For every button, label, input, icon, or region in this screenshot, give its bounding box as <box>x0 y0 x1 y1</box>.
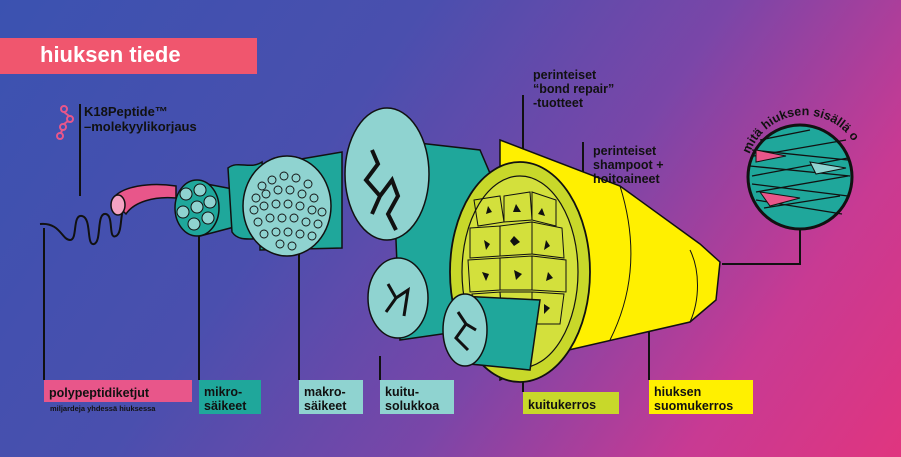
kuitu-box <box>380 380 454 414</box>
mikro-line2: säikeet <box>204 399 247 413</box>
makro-box <box>299 380 363 414</box>
k18-subtitle: –molekyylikorjaus <box>84 119 197 134</box>
makro-label: makro- säikeet <box>299 382 351 416</box>
shampoo-line2: shampoot + <box>593 158 664 172</box>
kuitukerros-box <box>523 392 619 414</box>
circle-label: mitä hiuksen sisällä on? <box>0 0 862 155</box>
inner-structure-circle <box>746 123 854 231</box>
suomu-line2: suomukerros <box>654 399 734 413</box>
makro-line1: makro- <box>304 385 346 399</box>
polypeptide-sublabel: miljardeja yhdessä hiuksessa <box>50 404 156 413</box>
macrofibril <box>227 151 343 257</box>
cortical-cell <box>442 293 541 371</box>
polypeptide-box <box>44 380 192 402</box>
pink-fiber <box>111 183 177 216</box>
shampoo-line1: perinteiset <box>593 144 657 158</box>
mikro-box <box>199 380 261 414</box>
bond-repair-callout: perinteiset “bond repair” -tuotteet <box>533 68 614 110</box>
microfibril <box>174 179 239 237</box>
shampoo-callout: perinteiset shampoot + hoitoaineet <box>593 144 664 186</box>
kuitukerros-label: kuitukerros <box>528 398 597 412</box>
polypeptide-coil <box>39 205 129 245</box>
bond-repair-line2: “bond repair” <box>533 82 615 96</box>
molecule-icon <box>56 105 74 140</box>
kuitu-line1: kuitu- <box>385 385 420 399</box>
suomu-label: hiuksen suomukerros <box>649 382 738 416</box>
shampoo-line3: hoitoaineet <box>593 172 660 186</box>
kuitu-line2: solukkoa <box>385 399 440 413</box>
suomu-box <box>649 380 753 414</box>
suomu-line1: hiuksen <box>654 385 702 399</box>
mikro-line1: mikro- <box>204 385 243 399</box>
kuitu-label: kuitu- solukkoa <box>380 382 444 416</box>
k18-title: K18Peptide™ <box>84 104 168 119</box>
bond-repair-line1: perinteiset <box>533 68 597 82</box>
bond-repair-line3: -tuotteet <box>533 96 583 110</box>
page-title: hiuksen tiede <box>40 42 181 67</box>
k18-label: K18Peptide™ –molekyylikorjaus <box>84 104 197 134</box>
makro-line2: säikeet <box>304 399 347 413</box>
mikro-label: mikro- säikeet <box>199 382 251 416</box>
polypeptide-label: polypeptidiketjut <box>49 386 149 400</box>
title-banner <box>0 38 257 74</box>
